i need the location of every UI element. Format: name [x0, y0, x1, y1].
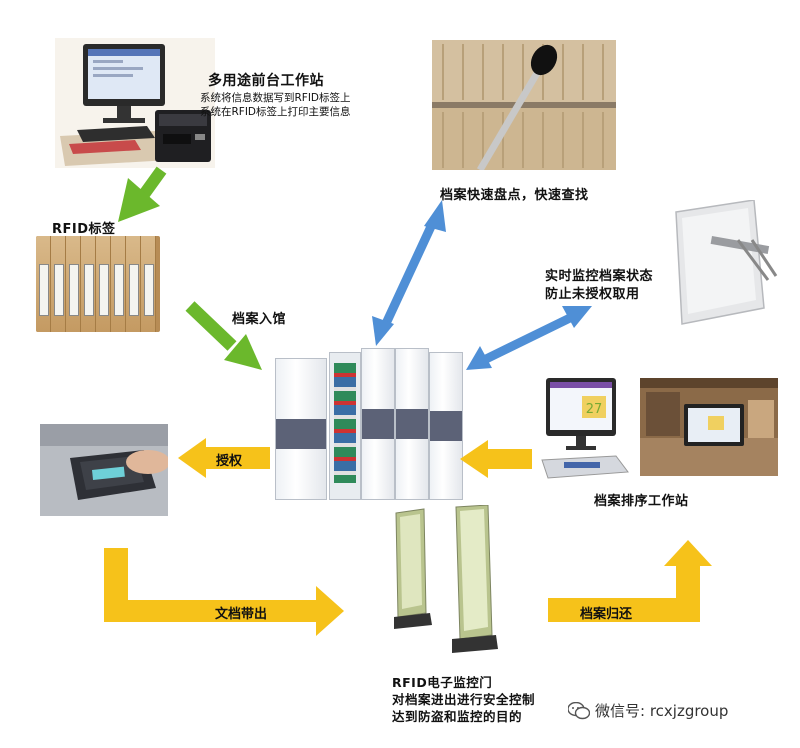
computer-icon: [69, 44, 165, 154]
yellow-arrow-doc-out: [104, 548, 344, 636]
watermark-text: 微信号: rcxjzgroup: [595, 702, 729, 720]
workstation-title: 多用途前台工作站: [208, 73, 324, 89]
reader-wand-icon: [476, 44, 558, 170]
archive-boxes-photo: [36, 236, 160, 332]
green-arrow-to-cabinet: [185, 301, 262, 370]
monitor-line1: 实时监控档案状态: [545, 269, 654, 284]
printer-icon: [155, 110, 211, 162]
rfid-gate-icon: [394, 505, 498, 653]
blue-arrow-inventory: [372, 200, 446, 346]
workstation-line1: 系统将信息数据写到RFID标签上: [200, 92, 351, 104]
rfid-tag-label: RFID标签: [52, 222, 116, 237]
workstation-illustration: [55, 38, 215, 168]
monitor-line2: 防止未授权取用: [545, 287, 640, 302]
green-arrow-to-tags: [118, 166, 167, 222]
workstation-line2: 系统在RFID标签上打印主要信息: [200, 106, 351, 118]
archive-boxes-icon: [432, 40, 616, 170]
yellow-arrow-authorize: [178, 438, 270, 478]
antenna-panel-image: [675, 200, 778, 325]
screen-number: 27: [586, 402, 603, 417]
doc-out-label: 文档带出: [215, 607, 268, 622]
blue-arrow-monitor: [466, 306, 592, 370]
watermark: 微信号: rcxjzgroup: [568, 700, 728, 721]
antenna-panel-icon: [675, 200, 778, 325]
authorize-label: 授权: [216, 454, 243, 469]
card-reader-photo: [40, 424, 168, 516]
inventory-label: 档案快速盘点，快速查找: [440, 188, 589, 203]
inventory-photo: [432, 40, 616, 170]
gate-line1: RFID电子监控门: [392, 675, 493, 690]
gate-line3: 达到防盗和监控的目的: [392, 709, 523, 724]
sort-station-illustration: 27: [541, 378, 629, 479]
yellow-arrow-sort-to-cabinet: [460, 440, 532, 478]
shelving-unit: [275, 348, 463, 500]
archive-in-label: 档案入馆: [232, 312, 287, 327]
yellow-arrow-return: [548, 540, 712, 622]
return-label: 档案归还: [580, 607, 633, 622]
sort-station-label: 档案排序工作站: [594, 494, 689, 509]
wechat-icon: [568, 701, 590, 719]
rfid-gate-illustration: [394, 505, 498, 653]
shelving-unit-icon: [275, 358, 327, 500]
gate-line2: 对档案进出进行安全控制: [392, 692, 536, 707]
sort-station-photo: [640, 378, 778, 476]
